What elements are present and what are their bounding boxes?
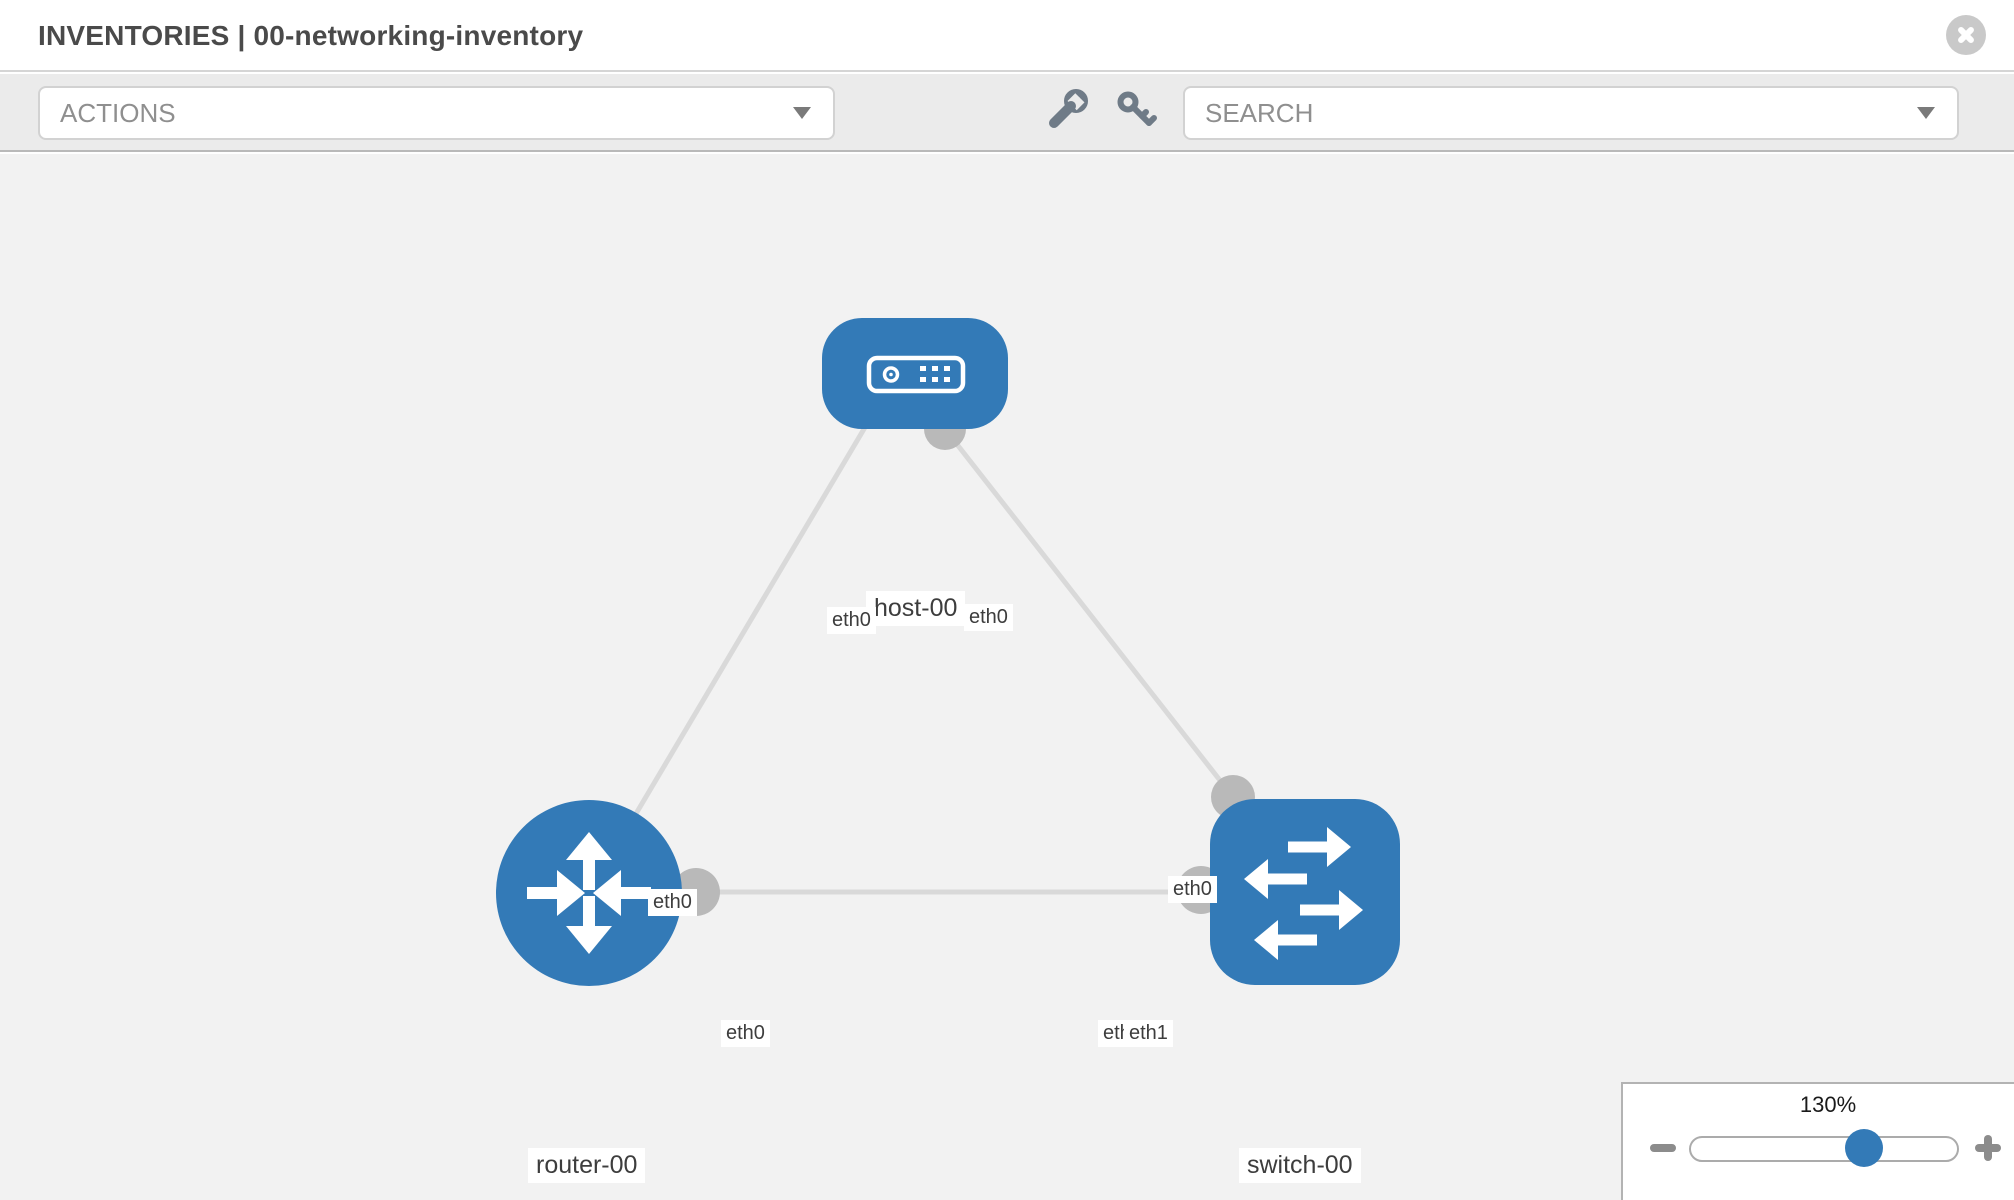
node-label-router-00: router-00 bbox=[528, 1148, 646, 1183]
plus-icon bbox=[1984, 1135, 1992, 1161]
link-lines bbox=[586, 400, 1235, 895]
zoom-in-button[interactable] bbox=[1971, 1131, 2005, 1165]
port-circles bbox=[672, 408, 1255, 916]
node-label-switch-00: switch-00 bbox=[1239, 1148, 1361, 1183]
link-label-switch-eth0-top: eth0 bbox=[1168, 876, 1217, 903]
node-switch-00[interactable] bbox=[1210, 799, 1400, 985]
page-title: INVENTORIES | 00-networking-inventory bbox=[38, 20, 584, 51]
zoom-slider-track[interactable] bbox=[1689, 1136, 1959, 1162]
zoom-panel: 130% bbox=[1621, 1082, 2014, 1200]
node-host-00[interactable] bbox=[822, 318, 1008, 429]
link-label-switch-eth1: eth1 bbox=[1124, 1020, 1173, 1047]
link-label-router-eth0-top: eth0 bbox=[648, 889, 697, 916]
wrench-icon[interactable] bbox=[1040, 84, 1096, 140]
node-router-00[interactable] bbox=[496, 800, 682, 986]
close-icon[interactable] bbox=[1946, 15, 1986, 55]
link-label-router-eth0-side: eth0 bbox=[721, 1020, 770, 1047]
search-dropdown[interactable]: SEARCH bbox=[1183, 86, 1959, 140]
link-host-switch bbox=[943, 427, 1235, 799]
header: INVENTORIES | 00-networking-inventory bbox=[0, 0, 2014, 72]
key-icon[interactable] bbox=[1108, 84, 1164, 140]
host-icon bbox=[866, 355, 966, 394]
topology-canvas[interactable]: host-00 router-00 switch-00 eth0 eth0 et… bbox=[0, 154, 2014, 1200]
switch-icon bbox=[1244, 827, 1363, 960]
link-host-router bbox=[586, 400, 883, 895]
zoom-level-value: 130% bbox=[1799, 1092, 1857, 1117]
chevron-down-icon bbox=[793, 107, 811, 119]
zoom-out-button[interactable] bbox=[1650, 1144, 1676, 1152]
node-label-host-00: host-00 bbox=[866, 591, 966, 626]
search-dropdown-label: SEARCH bbox=[1205, 97, 1314, 128]
toolbar: ACTIONS SEARC bbox=[0, 74, 2014, 152]
zoom-slider-knob[interactable] bbox=[1845, 1129, 1883, 1167]
actions-dropdown[interactable]: ACTIONS bbox=[38, 86, 835, 140]
link-label-host-eth0-right: eth0 bbox=[964, 604, 1013, 631]
actions-dropdown-label: ACTIONS bbox=[60, 97, 176, 128]
link-label-host-eth0-left: eth0 bbox=[827, 607, 876, 634]
topology-graph bbox=[496, 318, 1400, 986]
chevron-down-icon bbox=[1917, 107, 1935, 119]
router-icon bbox=[527, 832, 651, 954]
